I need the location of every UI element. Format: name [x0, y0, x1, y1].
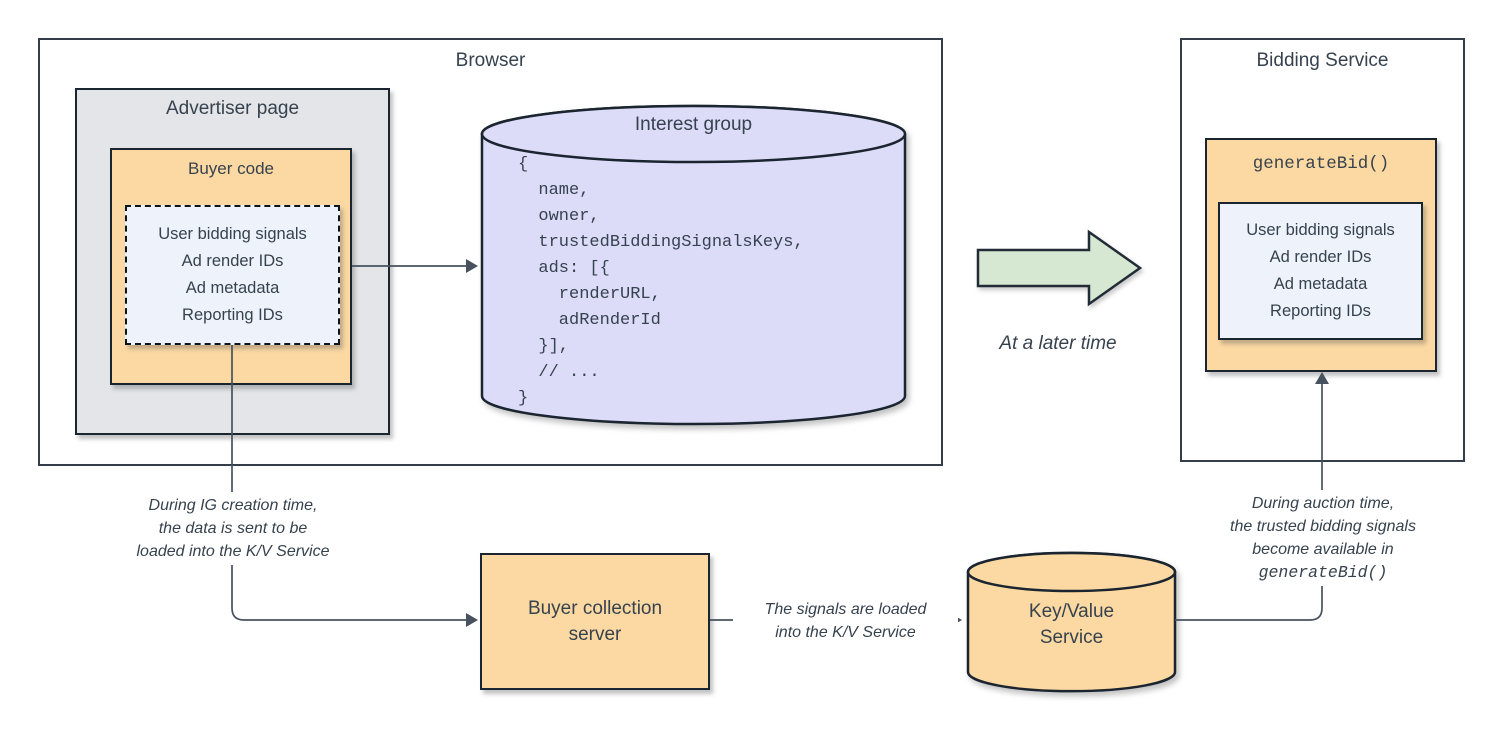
later-time-label: At a later time — [999, 333, 1117, 354]
annotation-auction-time-text: During auction time, the trusted bidding… — [1230, 495, 1416, 558]
signal-line: Reporting IDs — [182, 306, 283, 324]
buyer-code-title: Buyer code — [188, 159, 274, 178]
signal-line: Ad render IDs — [181, 252, 284, 270]
advertiser-page-title: Advertiser page — [165, 98, 300, 119]
buyer-signals-box: User bidding signals Ad render IDs Ad me… — [125, 205, 340, 345]
signal-line: User bidding signals — [158, 225, 307, 243]
kv-service-cylinder: Key/Value Service — [966, 551, 1177, 693]
buyer-collection-server-box: Buyer collection server — [480, 553, 710, 690]
kv-service-label: Key/Value Service — [1028, 601, 1115, 648]
signal-line: Reporting IDs — [1270, 302, 1371, 320]
annotation-auction-time-code: generateBid() — [1258, 563, 1388, 582]
interest-group-code: { name, owner, trustedBiddingSignalsKeys… — [518, 155, 804, 408]
signal-line: Ad metadata — [1273, 275, 1368, 293]
arrowhead-icon — [466, 613, 478, 627]
annotation-ig-creation: During IG creation time, the data is sen… — [95, 492, 371, 565]
bidding-signals-box: User bidding signals Ad render IDs Ad me… — [1218, 202, 1423, 340]
annotation-signals-loaded: The signals are loaded into the K/V Serv… — [733, 596, 958, 646]
signal-line: Ad metadata — [185, 279, 280, 297]
annotation-auction-time: During auction time, the trusted bidding… — [1187, 490, 1459, 586]
later-time-arrow-icon — [976, 229, 1143, 307]
browser-title: Browser — [455, 50, 526, 71]
bidding-service-title: Bidding Service — [1256, 50, 1389, 71]
interest-group-cylinder: Interest group { name, owner, trustedBid… — [480, 104, 907, 428]
signal-line: Ad render IDs — [1269, 248, 1372, 266]
signal-line: User bidding signals — [1246, 221, 1395, 239]
interest-group-title: Interest group — [634, 114, 753, 135]
cylinder-shape-icon — [480, 104, 907, 426]
cylinder-shape-icon — [966, 551, 1177, 693]
generate-bid-title: generateBid() — [1252, 154, 1390, 174]
